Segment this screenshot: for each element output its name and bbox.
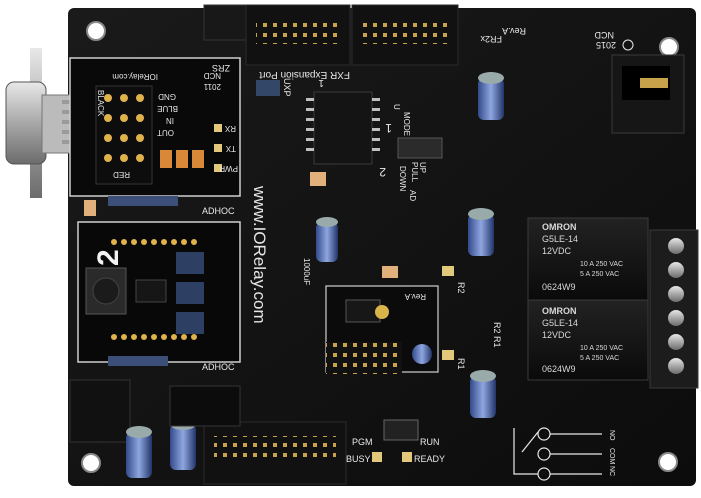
- serial-module: [69, 57, 241, 197]
- adhoc-bottom-label: ADHOC: [202, 362, 235, 372]
- relay2-voltage: 12VDC: [542, 330, 572, 340]
- mounting-hole-icon: [81, 453, 101, 473]
- relay1-model: G5LE-14: [542, 234, 578, 244]
- wire-red-label: RED: [113, 170, 130, 179]
- no-label: NO: [608, 430, 615, 441]
- adhoc-top-label: ADHOC: [202, 206, 235, 216]
- smd-capacitor: [310, 172, 326, 186]
- power-jack: [69, 379, 131, 443]
- xbee-rev-label: Rev.A: [404, 292, 426, 301]
- mode-u-label: U: [392, 104, 401, 110]
- expansion-port-label: FXR Expansion Port: [259, 69, 350, 80]
- rj-connector: [611, 54, 685, 134]
- revision-top-label: Rev.A: [502, 26, 526, 36]
- relay1-rating2: 5 A 250 VAC: [580, 271, 619, 278]
- expander-chip: [313, 91, 373, 165]
- busy-label: BUSY: [346, 454, 371, 464]
- terminal-block: [649, 229, 699, 389]
- regulator-chip: [169, 385, 241, 427]
- ready-label: READY: [414, 454, 445, 464]
- r2r1-label: R2 R1: [492, 322, 502, 348]
- uxp-label: UXP: [282, 78, 292, 97]
- relay2-rating1: 10 A 250 VAC: [580, 345, 623, 352]
- relay1-led: [442, 350, 454, 360]
- mode-label: MODE: [402, 112, 411, 136]
- com-label: COM: [608, 448, 615, 465]
- pgm-run-switch: [383, 419, 419, 441]
- relay1-brand: OMRON: [542, 222, 577, 232]
- pin-out-label: OUT: [157, 128, 174, 137]
- down-label: DOWN: [398, 166, 407, 192]
- wireless-module-left: [77, 196, 241, 366]
- bottom-header-connector: [203, 421, 347, 485]
- pgm-label: PGM: [352, 437, 373, 447]
- run-label: RUN: [420, 437, 440, 447]
- relay1-code: 0624W9: [542, 282, 576, 292]
- copyright-icon: [622, 39, 634, 51]
- serial-part-label: ZRS: [212, 63, 230, 73]
- led-pwr-label: PWR: [219, 164, 238, 173]
- serial-ncd-label: NCD: [203, 71, 221, 80]
- relay-2: [527, 299, 649, 381]
- part-top-label: FR2x: [480, 34, 502, 44]
- smd-capacitor: [382, 266, 398, 278]
- module-number-label: 2: [92, 249, 125, 266]
- mounting-hole-icon: [659, 37, 679, 57]
- relay2-led: [442, 266, 454, 276]
- relay1-voltage: 12VDC: [542, 246, 572, 256]
- mounting-hole-icon: [658, 452, 678, 472]
- relay2-rating2: 5 A 250 VAC: [580, 355, 619, 362]
- ad-label: AD: [408, 190, 417, 201]
- header-1-label: 1: [318, 77, 324, 88]
- up-label: UP: [418, 162, 427, 173]
- top-header-connectors: [203, 4, 459, 66]
- led-tx-label: TX: [225, 144, 236, 153]
- relay2-model: G5LE-14: [542, 318, 578, 328]
- mode-num1-label: 1: [385, 121, 392, 135]
- electrolytic-capacitors: [126, 72, 504, 478]
- capacitor-value-label: 1000uF: [302, 258, 311, 285]
- xbee-socket: [325, 285, 439, 374]
- mode-num2-label: 2: [379, 165, 386, 179]
- pin-gnd-label: GND: [158, 92, 176, 101]
- busy-led: [372, 452, 382, 462]
- r2-label: R2: [456, 282, 466, 294]
- wire-blue-label: BLUE: [157, 104, 178, 113]
- wire-black-label: BLACK: [96, 90, 105, 117]
- mode-dip-switch: [397, 137, 443, 159]
- contact-diagram-icon: [513, 427, 602, 481]
- relay1-rating1: 10 A 250 VAC: [580, 261, 623, 268]
- pull-label: PULL: [410, 162, 419, 183]
- led-rx-label: RX: [224, 124, 236, 133]
- nc-label: NC: [608, 466, 615, 476]
- pin-in-label: IN: [166, 116, 174, 125]
- ncd-top-label: NCD: [594, 30, 614, 40]
- ready-led: [402, 452, 412, 462]
- year-top-label: 2015: [596, 40, 616, 50]
- serial-site-label: IORelay.com: [112, 72, 158, 81]
- resistor-network: [256, 80, 280, 96]
- relay2-code: 0624W9: [542, 364, 576, 374]
- relay-1: [527, 217, 649, 301]
- brand-vertical-label: www.IORelay.com: [250, 185, 269, 324]
- serial-year-label: 2011: [203, 82, 221, 91]
- mounting-hole-icon: [86, 21, 106, 41]
- relay2-brand: OMRON: [542, 306, 577, 316]
- r1-label: R1: [456, 358, 466, 370]
